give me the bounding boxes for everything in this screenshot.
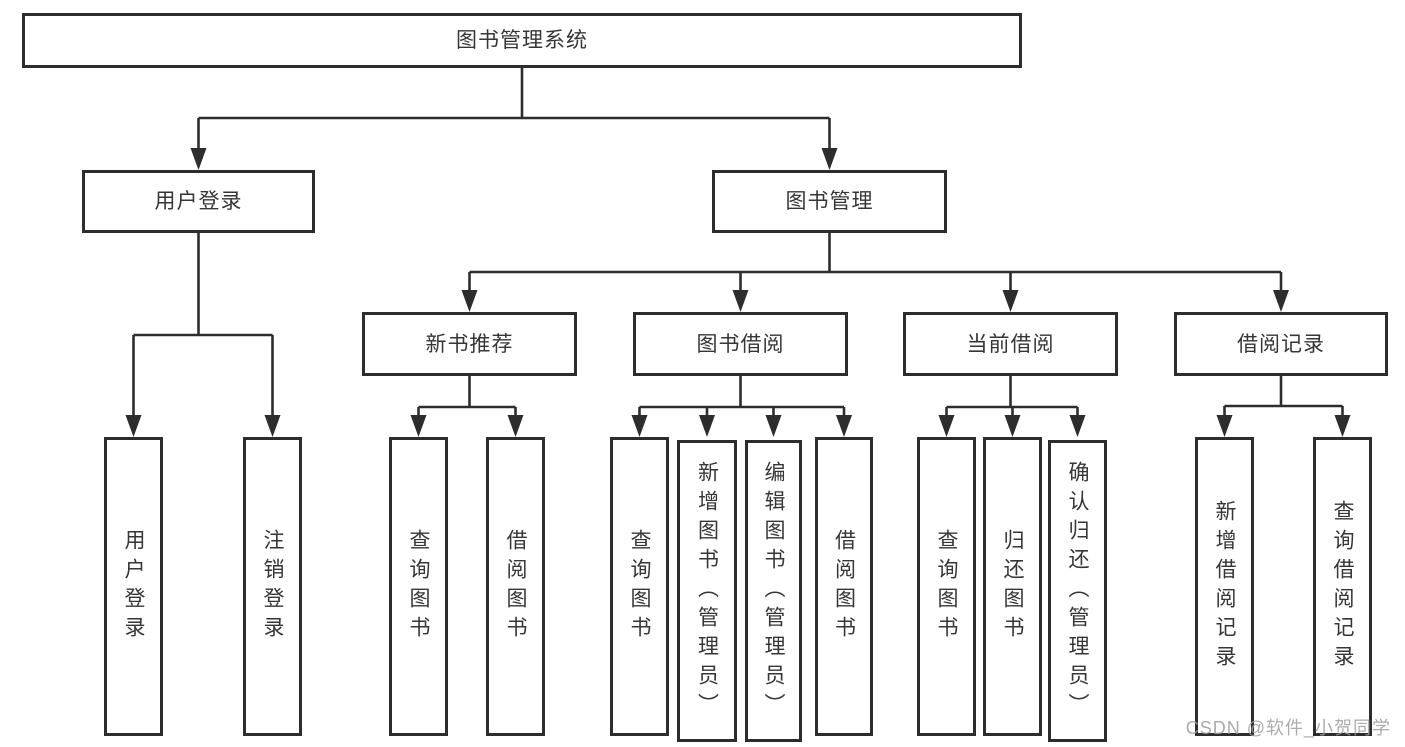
leaf-borrow-add-books-admin-label: 新增图书（管理员） [695,460,719,722]
leaf-borrow-borrow-books: 借阅图书 [815,437,873,736]
node-new-book-recommend-label: 新书推荐 [425,332,514,356]
leaf-logout: 注销登录 [243,437,302,736]
leaf-current-confirm-return-admin: 确认归还（管理员） [1048,440,1107,742]
leaf-recommend-borrow-books: 借阅图书 [486,437,545,736]
node-book-management: 图书管理 [712,170,947,233]
leaf-current-query-books: 查询图书 [917,437,976,736]
node-root: 图书管理系统 [22,13,1022,68]
leaf-current-query-books-label: 查询图书 [935,528,958,645]
leaf-current-confirm-return-admin-label: 确认归还（管理员） [1066,460,1089,722]
leaf-borrow-borrow-books-label: 借阅图书 [832,528,856,645]
node-book-management-label: 图书管理 [785,190,874,213]
leaf-borrow-edit-books-admin: 编辑图书（管理员） [745,440,802,742]
leaf-borrow-add-books-admin: 新增图书（管理员） [677,440,737,742]
leaf-records-add-record-label: 新增借阅记录 [1213,499,1236,674]
leaf-recommend-query-books: 查询图书 [389,437,448,736]
node-book-borrow: 图书借阅 [633,312,848,376]
leaf-records-add-record: 新增借阅记录 [1195,437,1254,736]
node-book-borrow-label: 图书借阅 [696,332,785,356]
leaf-user-login-label: 用户登录 [122,528,145,645]
leaf-logout-label: 注销登录 [261,528,284,645]
leaf-recommend-query-books-label: 查询图书 [407,528,430,645]
leaf-user-login: 用户登录 [104,437,163,736]
node-current-borrow-label: 当前借阅 [966,332,1055,356]
leaf-recommend-borrow-books-label: 借阅图书 [504,528,527,645]
node-borrow-records: 借阅记录 [1174,312,1388,376]
node-root-label: 图书管理系统 [456,29,588,52]
leaf-records-query-record-label: 查询借阅记录 [1331,499,1354,674]
leaf-current-return-books-label: 归还图书 [1001,528,1024,645]
leaf-current-return-books: 归还图书 [983,437,1042,736]
watermark-text: CSDN @软件_小贺同学 [1185,718,1391,738]
node-new-book-recommend: 新书推荐 [362,312,577,376]
leaf-borrow-query-books: 查询图书 [610,437,669,736]
leaf-records-query-record: 查询借阅记录 [1313,437,1372,736]
node-user-login: 用户登录 [82,170,315,233]
node-user-login-label: 用户登录 [154,190,243,213]
node-current-borrow: 当前借阅 [903,312,1118,376]
leaf-borrow-edit-books-admin-label: 编辑图书（管理员） [762,460,785,722]
node-borrow-records-label: 借阅记录 [1237,332,1325,356]
arrowheads [125,148,1351,437]
leaf-borrow-query-books-label: 查询图书 [628,528,651,645]
